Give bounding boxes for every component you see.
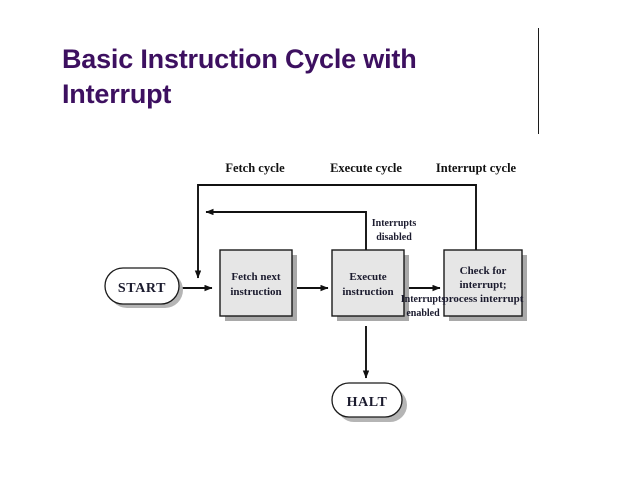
dot-cell-r5-c4 [592,90,604,102]
dot-cell-r0-c0 [544,30,556,42]
node-execute-line2: instruction [342,286,393,298]
interrupts-disabled-line1: Interrupts [372,218,417,229]
flowchart-diagram: Fetch cycle Execute cycle Interrupt cycl… [0,150,638,440]
dot-cell-r5-c0 [544,90,556,102]
node-check-for-interrupt: Check for interrupt; process interrupt [443,249,527,321]
dot-cell-r5-c3 [580,90,592,102]
dot-cell-r1-c2 [568,42,580,54]
interrupts-enabled-line2: enabled [406,308,440,319]
dot-cell-r1-c1 [556,42,568,54]
dot-grid [544,30,604,126]
dot-cell-r4-c3 [580,78,592,90]
node-check-line3: process interrupt [443,293,524,305]
dot-cell-r7-c3 [580,114,592,126]
dot-cell-r7-c2 [568,114,580,126]
dot-cell-r2-c3 [580,54,592,66]
dot-cell-r7-c4 [592,114,604,126]
cycle-label-execute: Execute cycle [330,161,402,175]
node-start-label: START [118,281,166,296]
dot-cell-r0-c4 [592,30,604,42]
dot-cell-r5-c1 [556,90,568,102]
node-check-line2: interrupt; [459,279,506,291]
dot-cell-r7-c1 [556,114,568,126]
dot-cell-r0-c3 [580,30,592,42]
dot-cell-r6-c1 [556,102,568,114]
dot-cell-r2-c2 [568,54,580,66]
edge-interrupts-disabled-loop [205,208,367,250]
dot-cell-r7-c0 [544,114,556,126]
dot-cell-r1-c4 [592,42,604,54]
edge-label-interrupts-disabled: Interrupts disabled [372,218,417,243]
dot-cell-r3-c2 [568,66,580,78]
dot-cell-r6-c2 [568,102,580,114]
node-fetch-next-instruction: Fetch next instruction [219,249,297,321]
dot-cell-r2-c0 [544,54,556,66]
dot-cell-r0-c1 [556,30,568,42]
dot-cell-r0-c2 [568,30,580,42]
cycle-label-fetch: Fetch cycle [225,161,285,175]
interrupts-enabled-line1: Interrupts [401,294,446,305]
dot-cell-r4-c2 [568,78,580,90]
dot-cell-r3-c0 [544,66,556,78]
dot-cell-r6-c3 [580,102,592,114]
node-execute-instruction: Execute instruction [331,249,409,321]
dot-cell-r3-c3 [580,66,592,78]
dot-cell-r6-c4 [592,102,604,114]
node-execute-line1: Execute [349,271,386,283]
node-check-line1: Check for [460,265,507,277]
edge-label-interrupts-enabled: Interrupts enabled [401,294,446,319]
node-halt: HALT [331,382,407,422]
dot-cell-r2-c4 [592,54,604,66]
decorative-dot-motif [532,24,632,136]
dot-cell-r4-c1 [556,78,568,90]
interrupts-disabled-line2: disabled [376,232,412,243]
dot-cell-r5-c2 [568,90,580,102]
vertical-divider-line [538,28,539,134]
edge-interrupt-loop [194,184,477,279]
dot-cell-r3-c4 [592,66,604,78]
cycle-label-interrupt: Interrupt cycle [436,161,517,175]
page-title: Basic Instruction Cycle with Interrupt [62,44,417,109]
dot-cell-r6-c0 [544,102,556,114]
dot-cell-r2-c1 [556,54,568,66]
node-fetch-line2: instruction [230,286,281,298]
dot-cell-r1-c3 [580,42,592,54]
node-start: START [104,267,183,308]
dot-cell-r1-c0 [544,42,556,54]
dot-cell-r3-c1 [556,66,568,78]
node-fetch-line1: Fetch next [231,271,281,283]
dot-cell-r4-c4 [592,78,604,90]
node-halt-label: HALT [347,395,388,410]
dot-cell-r4-c0 [544,78,556,90]
